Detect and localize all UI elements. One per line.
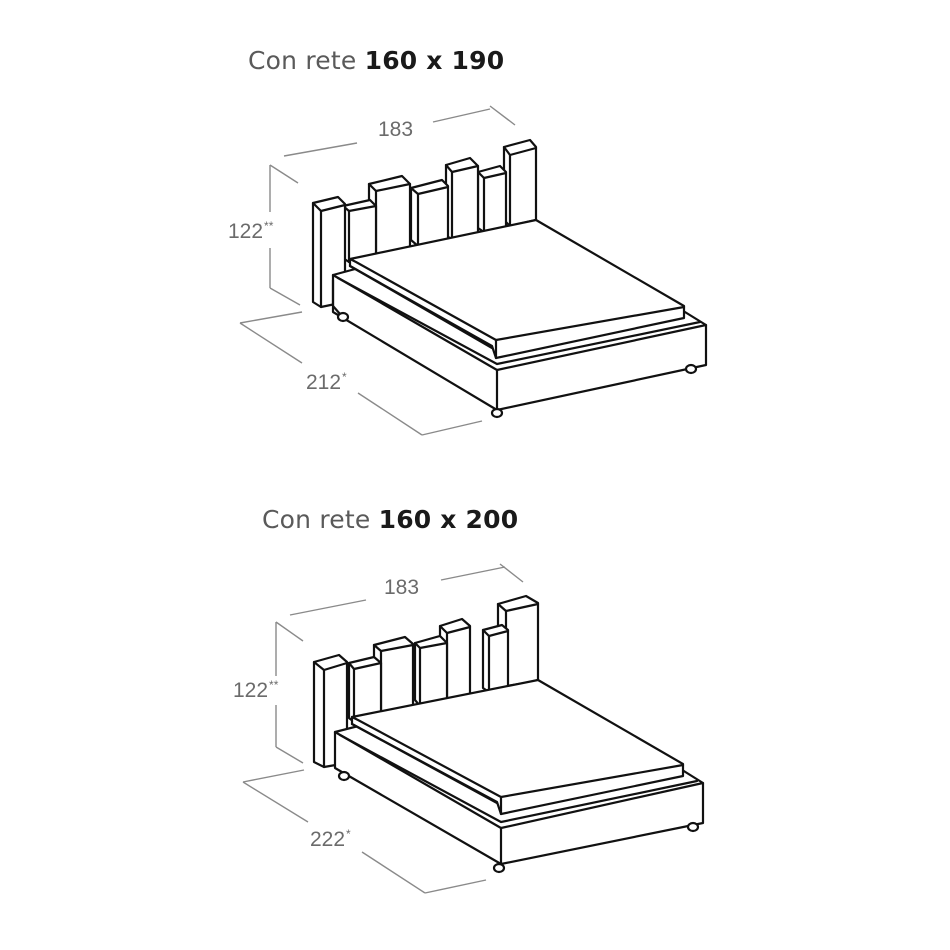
height-dimension-2: 122** [233,678,279,702]
bed-foot [337,770,351,782]
width-dimension-2: 183 [384,576,420,599]
dimension-lines-2 [242,563,524,894]
dimension-lines-1 [239,105,516,436]
diagram-1-title-prefix: Con rete [248,46,357,75]
length-dimension-2: 222* [310,827,351,851]
diagram-2-title-size: 160 x 200 [378,505,519,534]
bed-foot [336,311,350,323]
mattress-1 [348,218,686,360]
length-dimension-1: 212* [306,370,347,394]
diagram-2-title-prefix: Con rete [262,505,371,534]
diagram-1-title-size: 160 x 190 [364,46,505,75]
bed-foot [686,821,700,833]
bed-foot [492,862,506,874]
bed-foot [684,363,698,375]
mattress-2 [350,678,685,816]
bed-foot [490,407,504,419]
width-dimension-1: 183 [378,118,414,141]
diagram-2-title: Con rete 160 x 200 [262,505,518,534]
height-dimension-1: 122** [228,219,274,243]
diagram-1-title: Con rete 160 x 190 [248,46,504,75]
